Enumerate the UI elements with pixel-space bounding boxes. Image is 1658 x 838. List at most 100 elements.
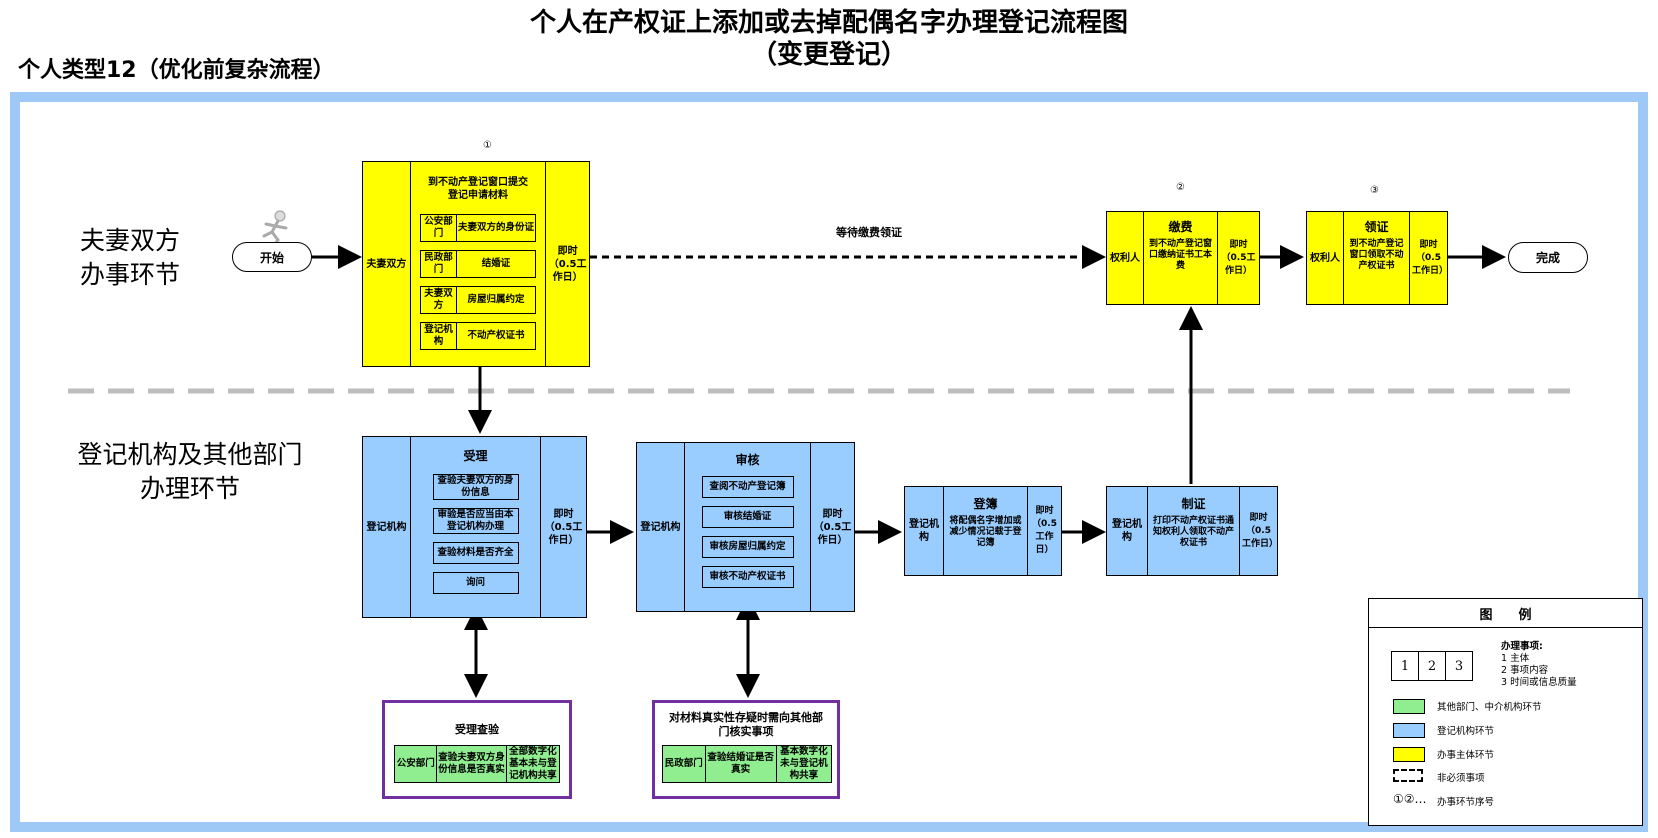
- make-content: 制证 打印不动产权证书通知权利人领取不动产权证书: [1147, 487, 1239, 575]
- cert-subject: 权利人: [1310, 252, 1340, 264]
- cert-content: 领证 到不动产登记窗口领取不动产权证书: [1343, 212, 1409, 304]
- lane-label-top: 夫妻双方 办事环节: [50, 224, 210, 292]
- check1-dept: 公安部门: [395, 746, 437, 782]
- legend-yellow-label: 办事主体环节: [1437, 750, 1495, 761]
- subheading: 个人类型12（优化前复杂流程）: [18, 58, 335, 83]
- check2-row: 民政部门 查验结婚证是否真实 基本数字化未与登记机构共享: [662, 745, 832, 783]
- legend-blue-label: 登记机构环节: [1437, 726, 1495, 737]
- register-title: 登簿: [973, 497, 998, 511]
- material-item: 夫妻双方的身份证: [456, 215, 535, 241]
- review-item: 审核结婚证: [701, 506, 794, 528]
- legend: 图 例 1 2 3 办理事项: 1 主体 2 事项内容 3 时间或信息质量 其他…: [1368, 598, 1643, 826]
- review-item: 审核房屋归属约定: [701, 536, 794, 558]
- check2-box: 对材料真实性存疑时需向其他部门核实事项 民政部门 查验结婚证是否真实 基本数字化…: [652, 700, 840, 799]
- check1-row: 公安部门 查验夫妻双方身份信息是否真实 全部数字化基本未与登记机构共享: [394, 745, 560, 783]
- step1-title: 到不动产登记窗口提交登记申请材料: [427, 177, 528, 201]
- check2-quality: 基本数字化未与登记机构共享: [775, 746, 831, 782]
- accept-item: 审验是否应当由本登记机构办理: [432, 508, 519, 534]
- accept-item: 查验材料是否齐全: [432, 542, 519, 564]
- review-item: 审核不动产权证书: [701, 566, 794, 588]
- make-box: 登记机构 制证 打印不动产权证书通知权利人领取不动产权证书 即时（0.5工作日）: [1106, 486, 1278, 576]
- legend-item-desc: 办理事项: 1 主体 2 事项内容 3 时间或信息质量: [1501, 641, 1577, 689]
- material-dept: 公安部门: [424, 216, 453, 239]
- make-desc: 打印不动产权证书通知权利人领取不动产权证书: [1152, 516, 1234, 548]
- fee-time: 即时（0.5工作日）: [1217, 212, 1259, 304]
- check1-title: 受理查验: [455, 723, 499, 736]
- runner-icon: [262, 210, 288, 246]
- fee-box: 权利人 缴费 到不动产登记窗口缴纳证书工本费 即时（0.5工作日）: [1106, 211, 1260, 305]
- register-subject: 登记机构: [909, 519, 939, 543]
- legend-item-heading: 办理事项:: [1501, 641, 1543, 652]
- check2-dept: 民政部门: [663, 746, 705, 782]
- legend-num: 2: [1418, 652, 1445, 680]
- step1-box: 夫妻双方 到不动产登记窗口提交登记申请材料 公安部门 夫妻双方的身份证 民政部门…: [362, 161, 590, 367]
- end-node: 完成: [1508, 242, 1588, 273]
- lane-bottom-line2: 办理环节: [139, 474, 240, 503]
- step1-material-row: 公安部门 夫妻双方的身份证: [419, 214, 536, 242]
- legend-blue-swatch: [1393, 723, 1425, 738]
- accept-box: 登记机构 受理 查验夫妻双方的身份信息 审验是否应当由本登记机构办理 查验材料是…: [362, 436, 587, 618]
- material-dept: 登记机构: [424, 324, 453, 347]
- cert-box: 权利人 领证 到不动产登记窗口领取不动产权证书 即时（0.5工作日）: [1306, 211, 1448, 305]
- register-desc: 将配偶名字增加或减少情况记载于登记簿: [949, 516, 1022, 548]
- material-dept: 民政部门: [424, 252, 453, 275]
- accept-content: 受理 查验夫妻双方的身份信息 审验是否应当由本登记机构办理 查验材料是否齐全 询…: [410, 437, 540, 617]
- step1-subject: 夫妻双方: [366, 258, 407, 270]
- check1-box: 受理查验 公安部门 查验夫妻双方身份信息是否真实 全部数字化基本未与登记机构共享: [382, 700, 572, 799]
- check2-title: 对材料真实性存疑时需向其他部门核实事项: [669, 711, 823, 738]
- step1-material-row: 民政部门 结婚证: [419, 250, 536, 278]
- check1-quality: 全部数字化基本未与登记机构共享: [505, 746, 559, 782]
- lane-label-bottom: 登记机构及其他部门 办理环节: [60, 438, 320, 506]
- legend-dashed-label: 非必须事项: [1437, 773, 1485, 784]
- legend-seq-label: 办事环节序号: [1437, 797, 1495, 808]
- lane-top-line1: 夫妻双方: [79, 226, 180, 255]
- accept-item: 询问: [432, 572, 519, 594]
- accept-subject: 登记机构: [366, 521, 407, 533]
- fee-subject: 权利人: [1110, 252, 1140, 264]
- review-item: 查阅不动产登记簿: [701, 476, 794, 498]
- step1-content: 到不动产登记窗口提交登记申请材料 公安部门 夫妻双方的身份证 民政部门 结婚证 …: [409, 162, 545, 366]
- fee-content: 缴费 到不动产登记窗口缴纳证书工本费: [1143, 212, 1217, 304]
- legend-item-line: 1 主体: [1501, 653, 1530, 664]
- legend-yellow-swatch: [1393, 747, 1425, 762]
- fee-desc: 到不动产登记窗口缴纳证书工本费: [1148, 239, 1212, 271]
- legend-num: 1: [1400, 658, 1410, 674]
- material-item: 结婚证: [456, 251, 535, 277]
- check2-item: 查验结婚证是否真实: [704, 746, 776, 782]
- make-time: 即时（0.5工作日）: [1239, 487, 1278, 575]
- make-title: 制证: [1181, 497, 1206, 511]
- legend-dashed-swatch: [1393, 769, 1423, 782]
- step1-material-row: 夫妻双方 房屋归属约定: [419, 286, 536, 314]
- review-time: 即时（0.5工作日）: [810, 443, 854, 611]
- legend-num: 3: [1445, 652, 1472, 680]
- review-subject: 登记机构: [640, 521, 681, 533]
- fee-title: 缴费: [1168, 220, 1193, 234]
- lane-top-line2: 办事环节: [79, 260, 180, 289]
- material-item: 不动产权证书: [456, 323, 535, 349]
- legend-item-line: 3 时间或信息质量: [1501, 677, 1577, 688]
- register-time: 即时（0.5工作日）: [1027, 487, 1061, 575]
- fee-number: ②: [1176, 182, 1185, 193]
- review-box: 登记机构 审核 查阅不动产登记簿 审核结婚证 审核房屋归属约定 审核不动产权证书…: [636, 442, 855, 612]
- step1-material-row: 登记机构 不动产权证书: [419, 322, 536, 350]
- review-content: 审核 查阅不动产登记簿 审核结婚证 审核房屋归属约定 审核不动产权证书: [684, 443, 810, 611]
- legend-green-label: 其他部门、中介机构环节: [1437, 702, 1542, 713]
- register-box: 登记机构 登簿 将配偶名字增加或减少情况记载于登记簿 即时（0.5工作日）: [904, 486, 1062, 576]
- legend-title: 图 例: [1369, 599, 1642, 628]
- diagram-title-line1: 个人在产权证上添加或去掉配偶名字办理登记流程图: [529, 8, 1128, 38]
- legend-green-swatch: [1393, 699, 1425, 714]
- cert-desc: 到不动产登记窗口领取不动产权证书: [1349, 239, 1404, 271]
- accept-title: 受理: [463, 449, 488, 463]
- material-item: 房屋归属约定: [456, 287, 535, 313]
- cert-title: 领证: [1364, 220, 1389, 234]
- register-content: 登簿 将配偶名字增加或减少情况记载于登记簿: [943, 487, 1027, 575]
- legend-item-line: 2 事项内容: [1501, 665, 1549, 676]
- cert-number: ③: [1370, 185, 1379, 196]
- cert-time: 即时（0.5工作日）: [1409, 212, 1448, 304]
- review-title: 审核: [735, 453, 760, 467]
- legend-seq-symbol: ①②…: [1393, 792, 1427, 806]
- accept-item: 查验夫妻双方的身份信息: [432, 474, 519, 500]
- lane-bottom-line1: 登记机构及其他部门: [77, 440, 303, 469]
- legend-sample-box: 1 2 3: [1391, 651, 1473, 681]
